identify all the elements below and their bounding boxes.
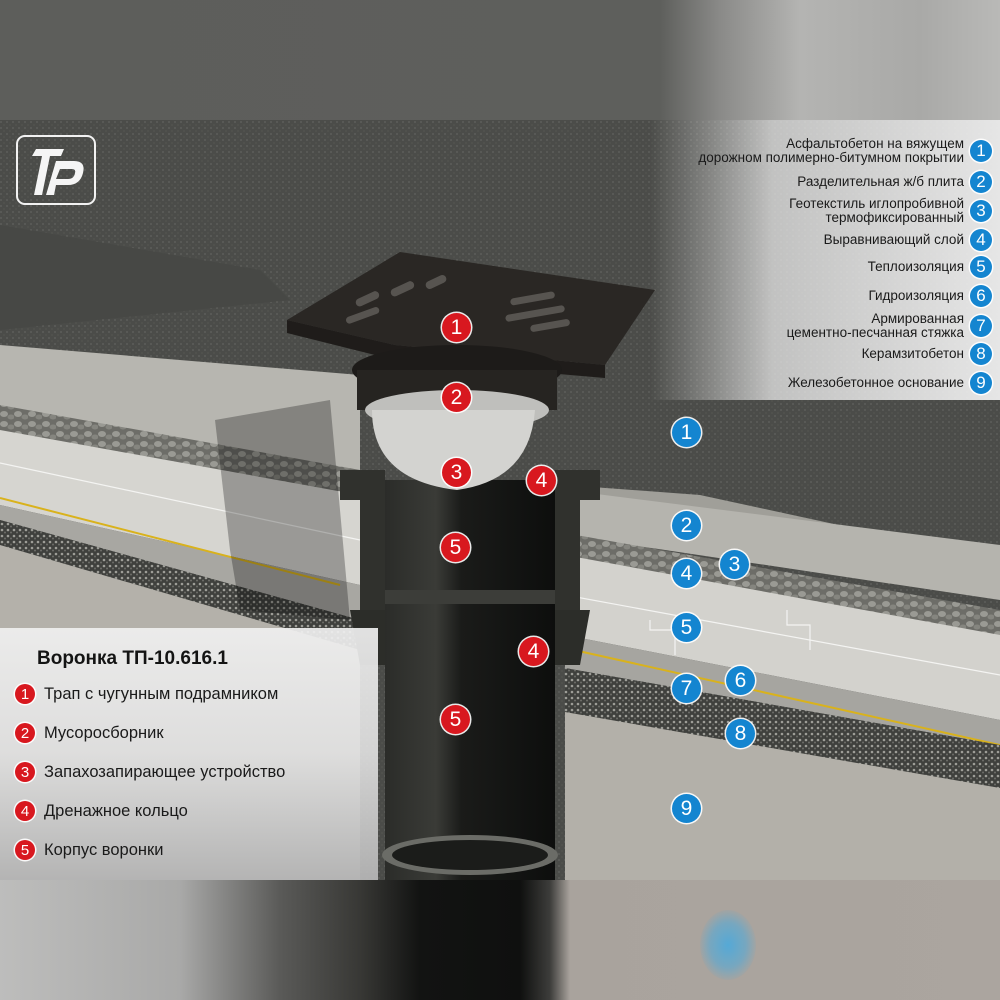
layer-label: Керамзитобетон (861, 346, 964, 362)
layer-legend-item-4: Выравнивающий слой 4 (824, 229, 992, 251)
layer-label: Геотекстиль иглопробивной (789, 196, 964, 211)
part-label: Корпус воронки (44, 840, 164, 859)
layer-legend-item-6: Гидроизоляция 6 (868, 285, 992, 307)
part-marker-1: 1 (442, 313, 471, 342)
part-marker-5-upper: 5 (441, 533, 470, 562)
product-title: Воронка ТП-10.616.1 (37, 648, 228, 669)
layer-marker-2: 2 (672, 511, 701, 540)
layer-label: Разделительная ж/б плита (797, 174, 964, 190)
layer-number-badge: 4 (970, 229, 992, 251)
layer-marker-4: 4 (672, 559, 701, 588)
layer-label: Гидроизоляция (868, 288, 964, 304)
layer-number-badge: 1 (970, 139, 992, 162)
tp-brand-logo (16, 135, 96, 205)
layer-number-badge: 3 (970, 199, 992, 222)
layer-number-badge: 6 (970, 285, 992, 307)
part-list-item-3: 3 Запахозапирающее устройство (15, 762, 285, 782)
part-marker-4-upper: 4 (527, 466, 556, 495)
layer-marker-3: 3 (720, 550, 749, 579)
layer-number-badge: 5 (970, 256, 992, 278)
part-number-badge: 2 (15, 723, 35, 743)
part-marker-5-lower: 5 (441, 705, 470, 734)
layer-label: дорожном полимерно-битумном покрытии (698, 149, 964, 165)
layer-marker-1: 1 (672, 418, 701, 447)
layer-legend-item-9: Железобетонное основание 9 (788, 372, 992, 394)
layer-marker-5: 5 (672, 613, 701, 642)
part-label: Запахозапирающее устройство (44, 762, 286, 781)
part-number-badge: 1 (15, 684, 35, 704)
layer-legend-item-2: Разделительная ж/б плита 2 (797, 171, 992, 193)
tp-logo-icon (32, 149, 84, 195)
layer-number-badge: 2 (970, 171, 992, 193)
layer-number-badge: 8 (970, 343, 992, 365)
part-list-item-5: 5 Корпус воронки (15, 840, 163, 860)
layer-number-badge: 9 (970, 372, 992, 394)
layer-legend-item-3: Геотекстиль иглопробивной термофиксирова… (789, 197, 992, 224)
layer-marker-8: 8 (726, 719, 755, 748)
layer-marker-6: 6 (726, 666, 755, 695)
layer-legend-item-8: Керамзитобетон 8 (862, 343, 992, 365)
blurred-bottom-background (0, 880, 1000, 1000)
layer-marker-9: 9 (672, 794, 701, 823)
layer-legend-item-1: Асфальтобетон на вяжущем дорожном полиме… (698, 137, 992, 164)
blurred-blue-marker (700, 910, 756, 980)
part-marker-2: 2 (442, 383, 471, 412)
part-label: Дренажное кольцо (44, 801, 188, 820)
product-info-panel (0, 628, 378, 880)
layer-legend-item-5: Теплоизоляция 5 (868, 256, 992, 278)
layer-label: Асфальтобетон на вяжущем (786, 136, 964, 151)
part-marker-4-lower: 4 (519, 637, 548, 666)
part-number-badge: 5 (15, 840, 35, 860)
part-list-item-2: 2 Мусоросборник (15, 723, 164, 743)
layer-label: Железобетонное основание (787, 375, 964, 391)
blurred-top-background (0, 0, 1000, 120)
part-number-badge: 3 (15, 762, 35, 782)
part-marker-3: 3 (442, 458, 471, 487)
layer-number-badge: 7 (970, 314, 992, 337)
layer-label: Армированная (871, 311, 964, 326)
part-list-item-4: 4 Дренажное кольцо (15, 801, 188, 821)
part-list-item-1: 1 Трап с чугунным подрамником (15, 684, 278, 704)
layer-marker-7: 7 (672, 674, 701, 703)
part-label: Мусоросборник (44, 723, 164, 742)
part-number-badge: 4 (15, 801, 35, 821)
layer-label: термофиксированный (825, 209, 964, 225)
layer-legend-item-7: Армированная цементно-песчанная стяжка 7 (787, 312, 992, 339)
layer-label: Выравнивающий слой (823, 232, 964, 248)
layer-label: цементно-песчанная стяжка (786, 324, 964, 340)
layer-label: Теплоизоляция (867, 259, 964, 275)
part-label: Трап с чугунным подрамником (44, 684, 279, 703)
